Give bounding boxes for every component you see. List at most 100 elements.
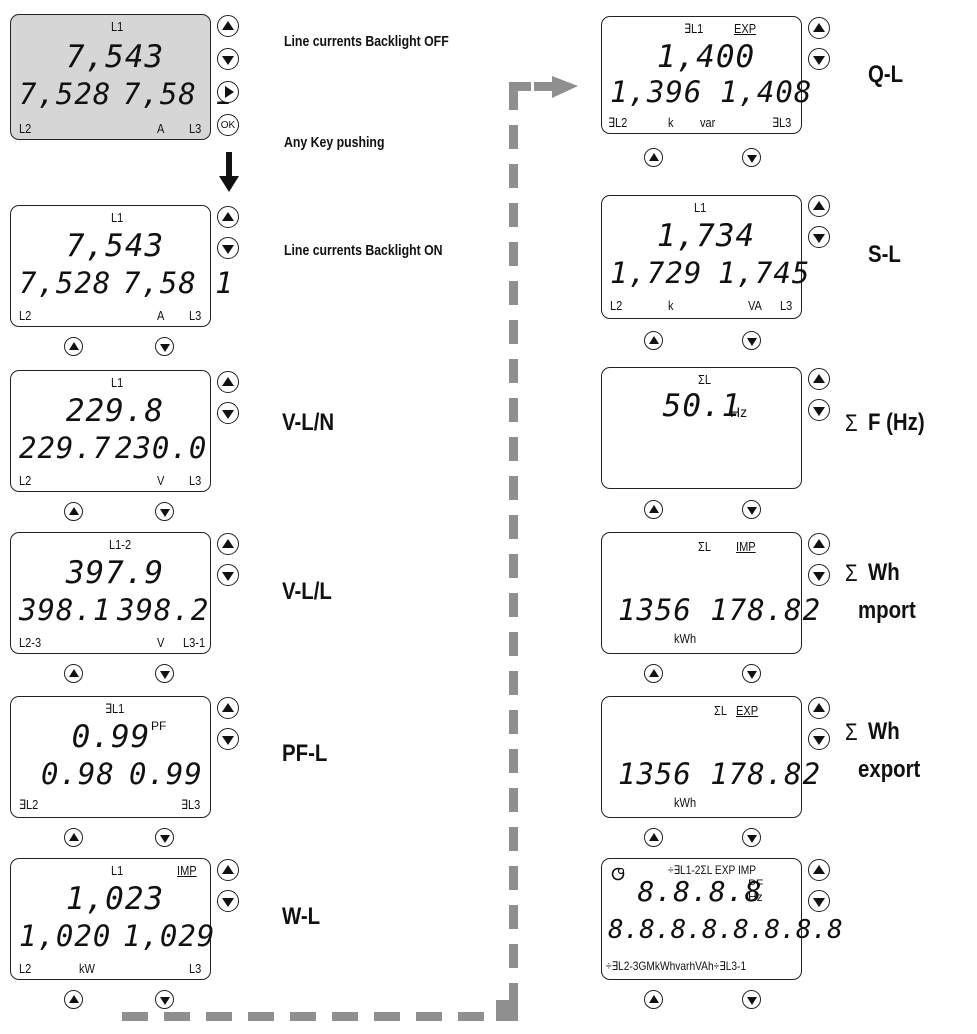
triangle-up-icon — [222, 702, 234, 712]
up-button[interactable] — [64, 664, 83, 683]
down-button[interactable] — [155, 828, 174, 847]
up-button[interactable] — [644, 990, 663, 1009]
caption-backlight-off: Line currents Backlight OFF — [284, 33, 449, 50]
down-button[interactable] — [155, 664, 174, 683]
triangle-up-icon — [813, 538, 825, 548]
main-reading: 0.99 — [71, 719, 151, 755]
down-button[interactable] — [808, 890, 830, 912]
triangle-down-icon — [746, 834, 757, 843]
mode-label-q: Q-L — [868, 61, 904, 88]
down-button[interactable] — [217, 890, 239, 912]
left-reading: 7,528 — [19, 77, 112, 111]
down-button[interactable] — [217, 237, 239, 259]
main-reading: 397.9 — [65, 555, 165, 591]
down-button[interactable] — [155, 990, 174, 1009]
pf-unit: PF — [151, 719, 167, 733]
up-button[interactable] — [644, 148, 663, 167]
mode-label-w: W-L — [282, 903, 321, 930]
unit-label: A — [157, 121, 165, 136]
lcd-energy-export: ΣL EXP 1356 178.82 kWh — [601, 696, 820, 818]
triangle-up-icon — [222, 864, 234, 874]
left-reading: 1,020 — [19, 919, 112, 953]
triangle-right-icon — [225, 86, 234, 98]
down-button[interactable] — [808, 564, 830, 586]
mode-label-vln: V-L/N — [282, 409, 335, 436]
up-button[interactable] — [808, 195, 830, 217]
mode-label-wh-import-1: Wh — [868, 559, 900, 586]
phase-label: ∃L1 — [684, 21, 704, 36]
down-button[interactable] — [217, 402, 239, 424]
bottom-right-label: ∃L3 — [772, 115, 792, 130]
down-button[interactable] — [155, 502, 174, 521]
up-button[interactable] — [644, 664, 663, 683]
hz-unit: Hz — [730, 404, 748, 420]
up-button[interactable] — [808, 533, 830, 555]
up-button[interactable] — [64, 337, 83, 356]
up-button[interactable] — [217, 206, 239, 228]
right-button[interactable] — [217, 81, 239, 103]
down-button[interactable] — [808, 226, 830, 248]
unit-label: kW — [79, 961, 95, 976]
up-button[interactable] — [644, 331, 663, 350]
left-reading: 398.1 — [19, 593, 112, 627]
up-button[interactable] — [217, 859, 239, 881]
triangle-up-icon — [648, 832, 659, 841]
up-button[interactable] — [217, 371, 239, 393]
down-button[interactable] — [217, 48, 239, 70]
bottom-left-label: L2 — [19, 121, 32, 136]
down-button[interactable] — [155, 337, 174, 356]
up-button[interactable] — [808, 697, 830, 719]
up-button[interactable] — [64, 990, 83, 1009]
down-button[interactable] — [808, 48, 830, 70]
up-button[interactable] — [644, 828, 663, 847]
down-button[interactable] — [217, 564, 239, 586]
lcd-reactive-power: ∃L1 EXP 1,400 1,396 1,408 ∃L2 k var ∃L3 — [601, 16, 811, 134]
right-reading: 398.2 — [117, 593, 210, 627]
lcd-backlight-off: L1 7,543 7,528 7,58 1 L2 A L3 — [10, 14, 233, 140]
left-reading: 1,729 — [610, 256, 703, 290]
up-button[interactable] — [808, 368, 830, 390]
ok-button[interactable]: OK — [217, 114, 239, 136]
down-button[interactable] — [742, 664, 761, 683]
down-button[interactable] — [742, 148, 761, 167]
triangle-up-icon — [813, 22, 825, 32]
down-button[interactable] — [808, 399, 830, 421]
phase-label: L1 — [694, 200, 707, 215]
lcd-voltage-line-line: L1-2 397.9 398.1 398.2 L2-3 V L3-1 — [10, 532, 211, 654]
up-button[interactable] — [217, 15, 239, 37]
bottom-left-label: L2 — [19, 961, 32, 976]
up-button[interactable] — [808, 17, 830, 39]
down-button[interactable] — [742, 331, 761, 350]
bottom-right-label: L3-1 — [183, 635, 206, 650]
hz-unit: Hz — [748, 890, 763, 904]
triangle-down-icon — [746, 506, 757, 515]
down-button[interactable] — [742, 990, 761, 1009]
bottom-right-label: L3 — [189, 308, 202, 323]
up-button[interactable] — [64, 828, 83, 847]
down-button[interactable] — [742, 828, 761, 847]
triangle-up-icon — [648, 504, 659, 513]
up-button[interactable] — [217, 533, 239, 555]
export-flag: EXP — [736, 703, 759, 718]
right-reading: 7,58 1 — [123, 77, 234, 111]
down-button[interactable] — [742, 500, 761, 519]
triangle-down-icon — [159, 996, 170, 1005]
sigma-symbol: Σ — [845, 719, 858, 746]
phase-label: ΣL — [698, 372, 711, 387]
up-button[interactable] — [64, 502, 83, 521]
export-flag: EXP — [734, 21, 757, 36]
up-button[interactable] — [808, 859, 830, 881]
bottom-left-label: L2 — [19, 473, 32, 488]
phase-label: L1 — [111, 19, 124, 34]
bottom-right-label: L3 — [780, 298, 793, 313]
triangle-down-icon — [746, 996, 757, 1005]
energy-reading: 1356 178.82 — [618, 757, 822, 791]
triangle-down-icon — [222, 735, 234, 745]
down-button[interactable] — [808, 728, 830, 750]
up-button[interactable] — [644, 500, 663, 519]
up-button[interactable] — [217, 697, 239, 719]
left-reading: 1,396 — [610, 75, 703, 109]
lcd-backlight-on: L1 7,543 7,528 7,58 1 L2 A L3 — [10, 205, 233, 327]
down-button[interactable] — [217, 728, 239, 750]
triangle-up-icon — [68, 668, 79, 677]
